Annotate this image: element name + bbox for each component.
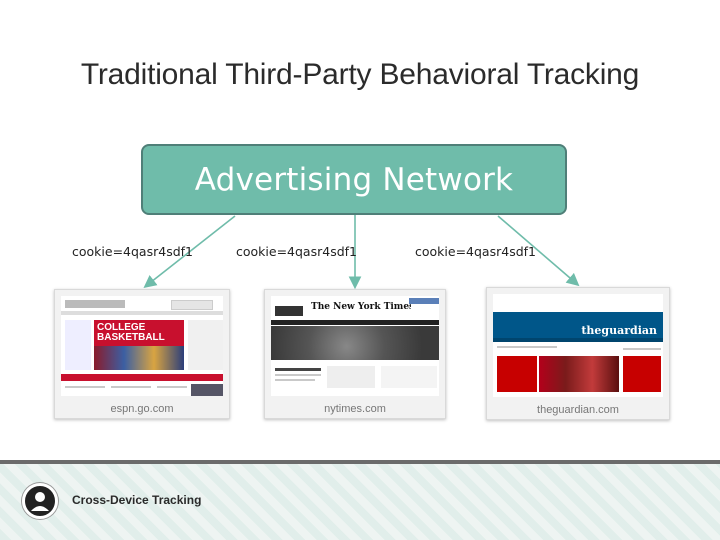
guardian-screenshot: theguardian theguardian.com [486, 287, 670, 420]
user-avatar-icon [22, 483, 58, 519]
nytimes-masthead: The New York Times [311, 302, 411, 312]
arrow-to-espn [143, 215, 236, 288]
slide-title: Traditional Third-Party Behavioral Track… [80, 58, 640, 91]
espn-banner: COLLEGE BASKETBALL [94, 320, 184, 370]
footer-label: Cross-Device Tracking [72, 493, 202, 507]
nytimes-domain: nytimes.com [324, 403, 386, 415]
cookie-label-espn: cookie=4qasr4sdf1 [72, 244, 193, 259]
advertising-network-label: Advertising Network [194, 161, 514, 198]
arrow-to-guardian [497, 215, 580, 287]
cookie-label-guardian: cookie=4qasr4sdf1 [415, 244, 536, 259]
guardian-domain: theguardian.com [537, 404, 619, 416]
espn-banner-text: COLLEGE BASKETBALL [97, 322, 165, 343]
nytimes-screenshot: The New York Times nytimes.com [264, 289, 446, 419]
footer-bar [0, 460, 720, 540]
espn-screenshot: COLLEGE BASKETBALL espn.go.com [54, 289, 230, 419]
guardian-masthead: theguardian [581, 324, 657, 337]
cookie-label-nytimes: cookie=4qasr4sdf1 [236, 244, 357, 259]
advertising-network-box: Advertising Network [141, 144, 567, 215]
espn-domain: espn.go.com [110, 403, 174, 415]
